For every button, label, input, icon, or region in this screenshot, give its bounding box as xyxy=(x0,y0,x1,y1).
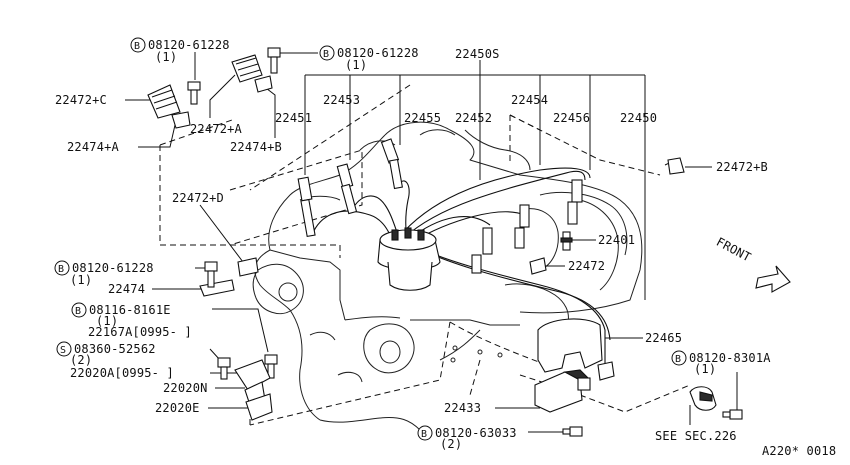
label-22472B: 22472+B xyxy=(716,160,768,174)
label-22167A: 22167A[0995- ] xyxy=(88,325,192,339)
label-bolt-b5-qty: (1) xyxy=(694,362,716,376)
leader-lines xyxy=(125,52,738,433)
distributor xyxy=(377,227,441,291)
circle-b-1: B xyxy=(134,41,140,52)
label-bolt-b1-qty: (1) xyxy=(155,50,177,64)
label-bolt-b3: 08120-61228 xyxy=(72,261,154,275)
label-22472: 22472 xyxy=(568,259,605,273)
spark-plug xyxy=(560,231,573,251)
label-bolt-b1: 08120-61228 xyxy=(148,38,230,52)
circle-b-3: B xyxy=(58,264,64,275)
label-22020E: 22020E xyxy=(155,401,200,415)
ignition-coil xyxy=(534,369,591,413)
front-label: FRONT xyxy=(714,235,753,265)
circle-b-2: B xyxy=(323,49,329,60)
label-22474B: 22474+B xyxy=(230,140,282,154)
label-22451: 22451 xyxy=(275,111,312,125)
label-22454: 22454 xyxy=(511,93,548,107)
label-22453: 22453 xyxy=(323,93,360,107)
plug-boots xyxy=(297,138,583,274)
ignition-cover xyxy=(537,318,615,381)
label-22474: 22474 xyxy=(108,282,145,296)
label-22020N: 22020N xyxy=(163,381,208,395)
label-22472D: 22472+D xyxy=(172,191,224,205)
label-bolt-b6-qty: (2) xyxy=(440,437,462,451)
label-22452: 22452 xyxy=(455,111,492,125)
circle-markers: B B B B S B B xyxy=(54,37,687,441)
label-22455: 22455 xyxy=(404,111,441,125)
label-bolt-b4-qty: (1) xyxy=(96,314,118,328)
crank-sensor xyxy=(689,386,717,411)
label-22020A: 22020A[0995- ] xyxy=(70,366,174,380)
bolts xyxy=(187,47,743,437)
label-22472A: 22472+A xyxy=(190,122,243,136)
wire-clips xyxy=(147,54,685,297)
part-labels: 08120-61228 (1) 08120-61228 (1) 22450S 2… xyxy=(55,38,836,458)
assembly-dashed-lines xyxy=(159,84,691,426)
label-see-sec: SEE SEC.226 xyxy=(655,429,737,443)
label-bolt-b4: 08116-8161E xyxy=(89,303,171,317)
circle-b-4: B xyxy=(75,306,81,317)
front-arrow: FRONT xyxy=(714,235,791,293)
engine-block-outline xyxy=(252,121,643,431)
label-22474A: 22474+A xyxy=(67,140,120,154)
circle-s-1: S xyxy=(60,345,66,356)
label-bolt-b5: 08120-8301A xyxy=(689,351,771,365)
label-22401: 22401 xyxy=(598,233,635,247)
label-screw-s1: 08360-52562 xyxy=(74,342,156,356)
label-bolt-b6: 08120-63033 xyxy=(435,426,517,440)
label-22450: 22450 xyxy=(620,111,657,125)
label-bolt-b2: 08120-61228 xyxy=(337,46,419,60)
label-22456: 22456 xyxy=(553,111,590,125)
label-screw-s1-qty: (2) xyxy=(70,353,92,367)
label-22465: 22465 xyxy=(645,331,682,345)
circle-b-5: B xyxy=(675,354,681,365)
label-22433: 22433 xyxy=(444,401,481,415)
label-ref-code: A220* 0018 xyxy=(762,444,836,458)
label-22450S: 22450S xyxy=(455,47,500,61)
label-22472C: 22472+C xyxy=(55,93,107,107)
sensor-bracket xyxy=(234,359,273,421)
label-bolt-b2-qty: (1) xyxy=(345,58,367,72)
label-bolt-b3-qty: (1) xyxy=(70,273,92,287)
circle-b-6: B xyxy=(421,429,427,440)
